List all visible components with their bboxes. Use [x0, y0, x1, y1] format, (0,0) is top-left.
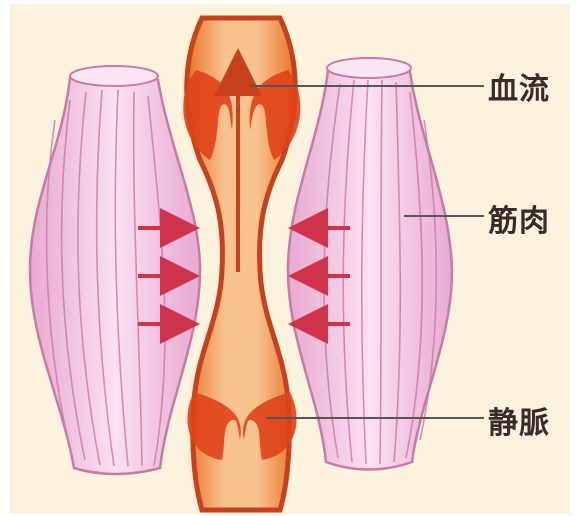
blood-flow-label: 血流 — [488, 64, 550, 108]
right-muscle — [288, 58, 452, 470]
muscle-label: 筋肉 — [488, 196, 550, 240]
vein-label: 静脈 — [488, 398, 550, 442]
left-muscle — [30, 66, 200, 474]
